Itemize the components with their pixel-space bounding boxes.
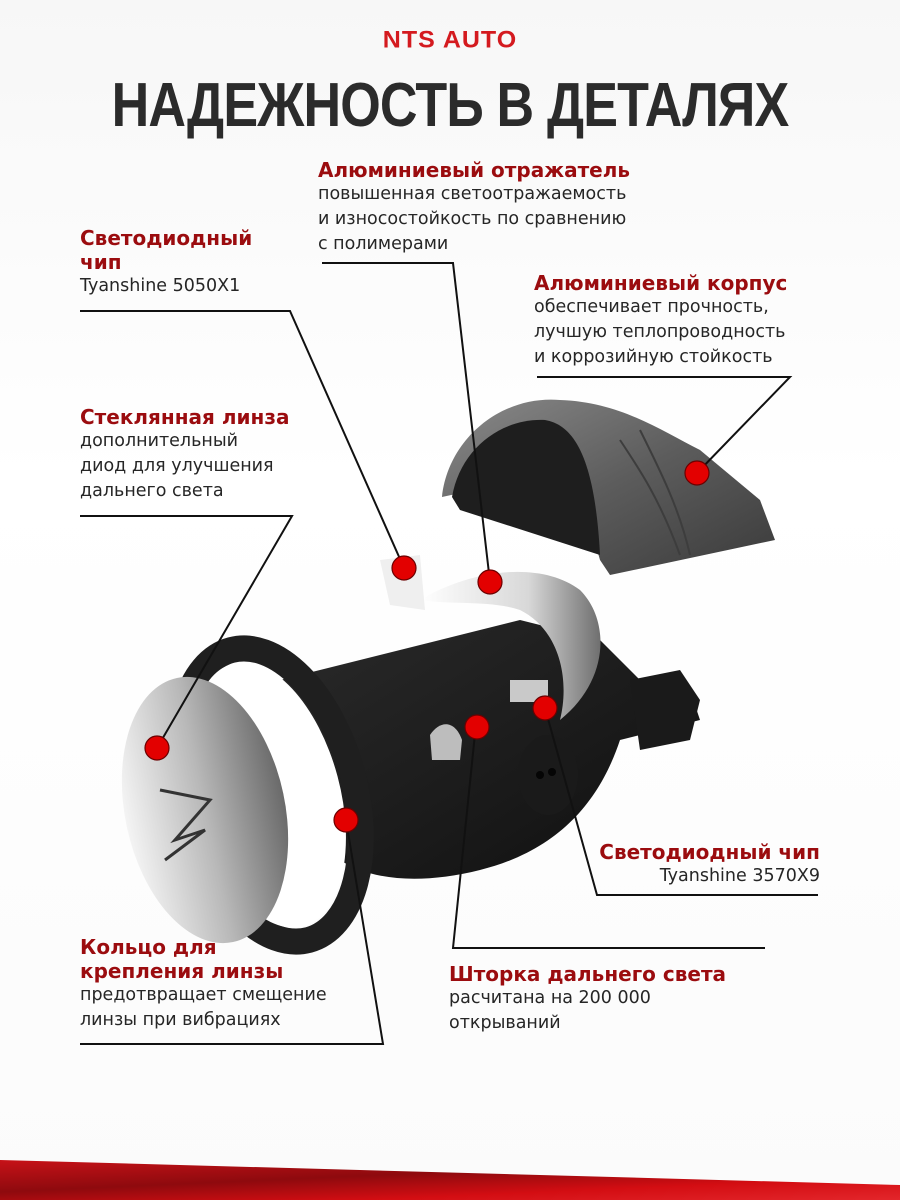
callout-text: предотвращает смещение <box>80 985 327 1005</box>
page-title: НАДЕЖНОСТЬ В ДЕТАЛЯХ <box>111 71 790 140</box>
callout-text: линзы при вибрациях <box>80 1010 281 1030</box>
marker-glass-lens[interactable] <box>144 735 170 761</box>
bottom-red-band <box>0 1160 900 1200</box>
callout-heading: Стеклянная линза <box>80 405 290 429</box>
callout-markers <box>144 460 710 833</box>
brand-logo: NTS AUTO <box>382 26 518 54</box>
marker-reflector[interactable] <box>477 569 503 595</box>
callout-text: и износостойкость по сравнению <box>318 209 627 229</box>
callout-shutter: Шторка дальнего света расчитана на 200 0… <box>449 962 726 1036</box>
callout-text: диод для улучшения <box>80 456 274 476</box>
callout-heading: Шторка дальнего света <box>449 962 727 986</box>
leader-lines <box>80 262 818 1045</box>
marker-led-chip-bottom[interactable] <box>532 695 558 721</box>
callout-heading: Алюминиевый корпус <box>534 271 788 295</box>
callout-heading: крепления линзы <box>80 959 284 983</box>
callout-lens-ring: Кольцо для крепления линзы предотвращает… <box>80 935 327 1033</box>
callout-text: повышенная светоотражаемость <box>318 184 627 204</box>
callout-led-chip-top: Светодиодный чип Tyanshine 5050X1 <box>80 226 252 299</box>
callout-text: открываний <box>449 1013 561 1033</box>
callout-text: с полимерами <box>318 234 449 254</box>
callout-housing: Алюминиевый корпус обеспечивает прочност… <box>534 271 787 370</box>
callout-heading: Кольцо для <box>80 935 217 959</box>
lamp-body <box>280 620 700 879</box>
callout-glass-lens: Стеклянная линза дополнительный диод для… <box>80 405 289 504</box>
marker-led-chip-top[interactable] <box>391 555 417 581</box>
callout-heading: Светодиодный <box>80 226 253 250</box>
callout-heading: чип <box>80 250 122 274</box>
marker-housing[interactable] <box>684 460 710 486</box>
callout-text: дальнего света <box>80 481 224 501</box>
callout-heading: Светодиодный чип <box>599 840 820 864</box>
marker-shutter[interactable] <box>464 714 490 740</box>
callout-text: Tyanshine 3570X9 <box>659 866 820 886</box>
reflector-shape <box>420 571 601 720</box>
callout-text: обеспечивает прочность, <box>534 297 769 317</box>
callout-text: и коррозийную стойкость <box>534 347 773 367</box>
callout-text: лучшую теплопроводность <box>534 322 786 342</box>
callout-text: Tyanshine 5050X1 <box>80 276 241 296</box>
callout-reflector: Алюминиевый отражатель повышенная светоо… <box>318 158 630 257</box>
callout-led-chip-bottom: Светодиодный чип Tyanshine 3570X9 <box>599 840 820 889</box>
housing-cap <box>442 399 775 575</box>
callout-text: дополнительный <box>80 431 239 451</box>
callout-heading: Алюминиевый отражатель <box>318 158 631 182</box>
marker-lens-ring[interactable] <box>333 807 359 833</box>
callout-text: расчитана на 200 000 <box>449 988 651 1008</box>
